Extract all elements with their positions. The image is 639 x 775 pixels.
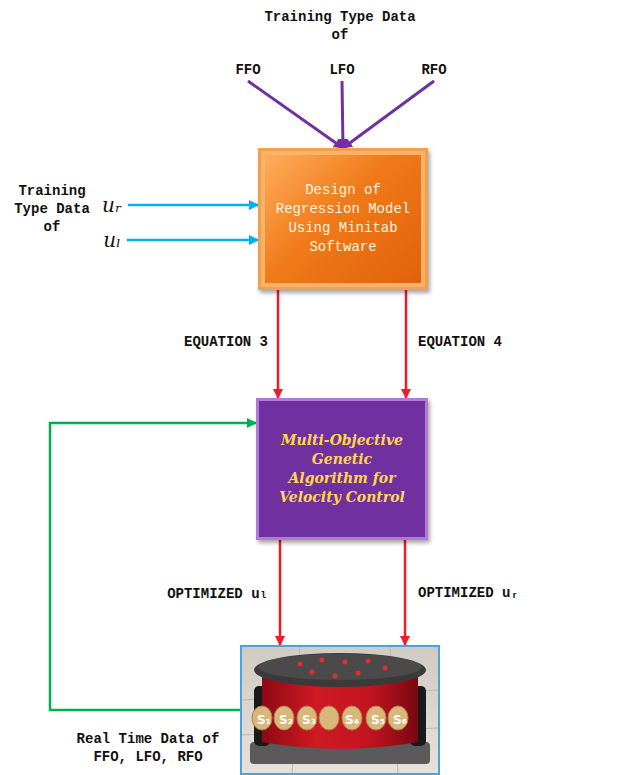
connector-arrow [342, 81, 343, 148]
sensor-label: S₂ [279, 713, 293, 727]
heading-label: Training Type Data of [258, 8, 423, 44]
input-symbol: uᵣ [102, 193, 122, 217]
input-label: LFO [329, 62, 354, 78]
edge-label: EQUATION 4 [418, 334, 502, 350]
connector-arrow [277, 290, 280, 398]
edge-label: EQUATION 3 [184, 334, 268, 350]
connector-arrow [50, 423, 256, 710]
node-text: uₗ [103, 228, 121, 252]
connector-arrow [343, 81, 434, 148]
sensor-label: S₅ [371, 713, 385, 727]
node-text: Multi-Objective Genetic Algorithm for Ve… [273, 431, 411, 507]
robot-image-box: S₁ S₂ S₃ S₄ S₅ S₆ [240, 645, 440, 775]
sensor-label: S₄ [345, 713, 359, 727]
input-symbol: uₗ [103, 228, 121, 252]
sensor-label: S₆ [393, 713, 407, 727]
node-text: Design of Regression Model Using Minitab… [273, 181, 413, 257]
node-text: LFO [329, 62, 354, 78]
node-text: FFO [235, 62, 260, 78]
edge-label: OPTIMIZED uₗ [167, 585, 268, 602]
connector-arrow [404, 540, 407, 645]
connector-arrow [128, 204, 258, 207]
side-label: Training Type Data of [6, 182, 98, 237]
input-label: FFO [235, 62, 260, 78]
sensor-label: S₃ [302, 713, 316, 727]
connector-arrow [248, 81, 343, 148]
edge-label: Real Time Data of FFO, LFO, RFO [68, 730, 228, 766]
process-box: Design of Regression Model Using Minitab… [258, 148, 428, 290]
process-box: Multi-Objective Genetic Algorithm for Ve… [256, 398, 428, 540]
connector-arrow [405, 290, 408, 398]
node-text: RFO [421, 62, 446, 78]
edge-label: OPTIMIZED uᵣ [418, 585, 519, 601]
sensor-label: S₁ [257, 713, 271, 727]
connector-arrow [279, 540, 282, 645]
node-text: uᵣ [102, 193, 122, 217]
input-label: RFO [421, 62, 446, 78]
connector-arrow [127, 239, 258, 242]
